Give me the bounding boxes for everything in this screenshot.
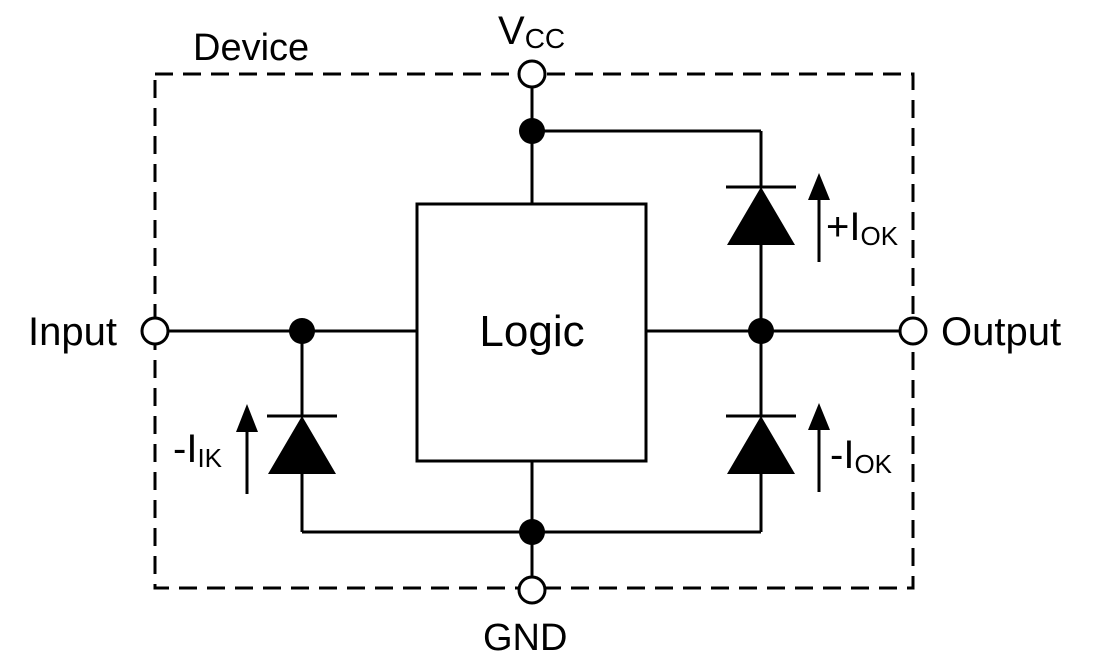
- current-label-input-clamp-subscript: IK: [197, 443, 222, 473]
- output-upper-clamp-diode: [726, 185, 796, 245]
- output-terminal: [898, 316, 928, 346]
- output-lower-clamp-diode: [726, 414, 796, 474]
- current-arrow-input-clamp: [236, 404, 258, 494]
- current-label-output-upper-prefix: +I: [826, 205, 860, 249]
- input-label: Input: [28, 310, 117, 354]
- current-label-output-lower: -IOK: [830, 433, 893, 479]
- gnd-terminal: [517, 575, 547, 605]
- junction-gnd: [519, 519, 545, 545]
- current-label-output-upper-subscript: OK: [860, 221, 898, 251]
- device-label: Device: [193, 27, 309, 69]
- junction-input: [289, 318, 315, 344]
- gnd-label: GND: [483, 617, 567, 659]
- current-label-output-lower-subscript: OK: [854, 449, 892, 479]
- current-arrow-output-upper: [808, 173, 830, 262]
- junction-vcc: [519, 118, 545, 144]
- current-arrow-output-lower: [808, 403, 830, 492]
- vcc-label-main: V: [498, 9, 525, 53]
- logic-block: [415, 202, 648, 463]
- current-label-output-lower-prefix: -I: [830, 433, 854, 477]
- junction-output: [748, 318, 774, 344]
- input-terminal: [140, 316, 170, 346]
- current-label-output-upper: +IOK: [826, 205, 899, 251]
- logic-label: Logic: [479, 307, 584, 356]
- current-label-input-clamp-prefix: -I: [173, 427, 197, 471]
- vcc-terminal: [517, 59, 547, 89]
- input-clamp-diode: [267, 414, 337, 474]
- vcc-label-subscript: CC: [525, 23, 565, 54]
- output-label: Output: [941, 310, 1061, 354]
- current-label-input-clamp: -IIK: [173, 427, 223, 473]
- vcc-label: VCC: [498, 9, 565, 54]
